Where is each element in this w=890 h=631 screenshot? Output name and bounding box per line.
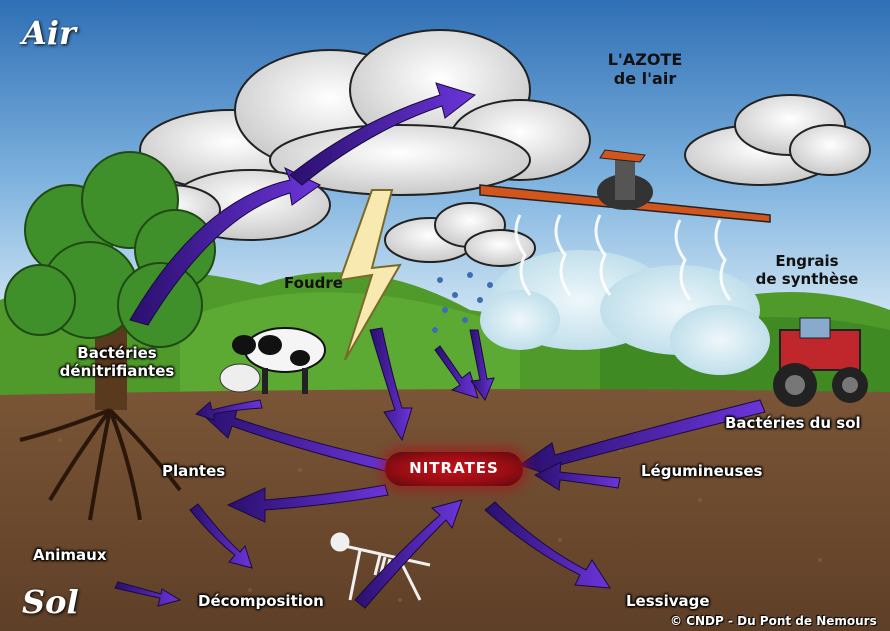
- engrais-label-line2: de synthèse: [742, 270, 872, 288]
- sol-region-label: Sol: [22, 583, 79, 621]
- azote-label-line2: de l'air: [585, 69, 705, 88]
- lessivage-label: Lessivage: [626, 592, 710, 610]
- denitrifying-bacteria-label: Bactéries dénitrifiantes: [42, 344, 192, 380]
- denitrifying-bacteria-line1: Bactéries: [42, 344, 192, 362]
- decomposition-label: Décomposition: [198, 592, 324, 610]
- nitrates-box: NITRATES: [385, 452, 523, 486]
- engrais-label-line1: Engrais: [742, 252, 872, 270]
- animaux-label: Animaux: [33, 546, 107, 564]
- air-region-label: Air: [22, 14, 76, 52]
- azote-label: L'AZOTE de l'air: [585, 50, 705, 88]
- plantes-label: Plantes: [162, 462, 225, 480]
- soil-bacteria-label: Bactéries du sol: [725, 414, 861, 432]
- denitrifying-bacteria-line2: dénitrifiantes: [42, 362, 192, 380]
- foudre-label: Foudre: [284, 274, 343, 292]
- azote-label-line1: L'AZOTE: [585, 50, 705, 69]
- legumineuses-label: Légumineuses: [641, 462, 762, 480]
- sheep: [220, 364, 260, 392]
- engrais-label: Engrais de synthèse: [742, 252, 872, 288]
- nitrates-label: NITRATES: [385, 459, 523, 477]
- copyright-credit: © CNDP - Du Pont de Nemours: [670, 614, 877, 628]
